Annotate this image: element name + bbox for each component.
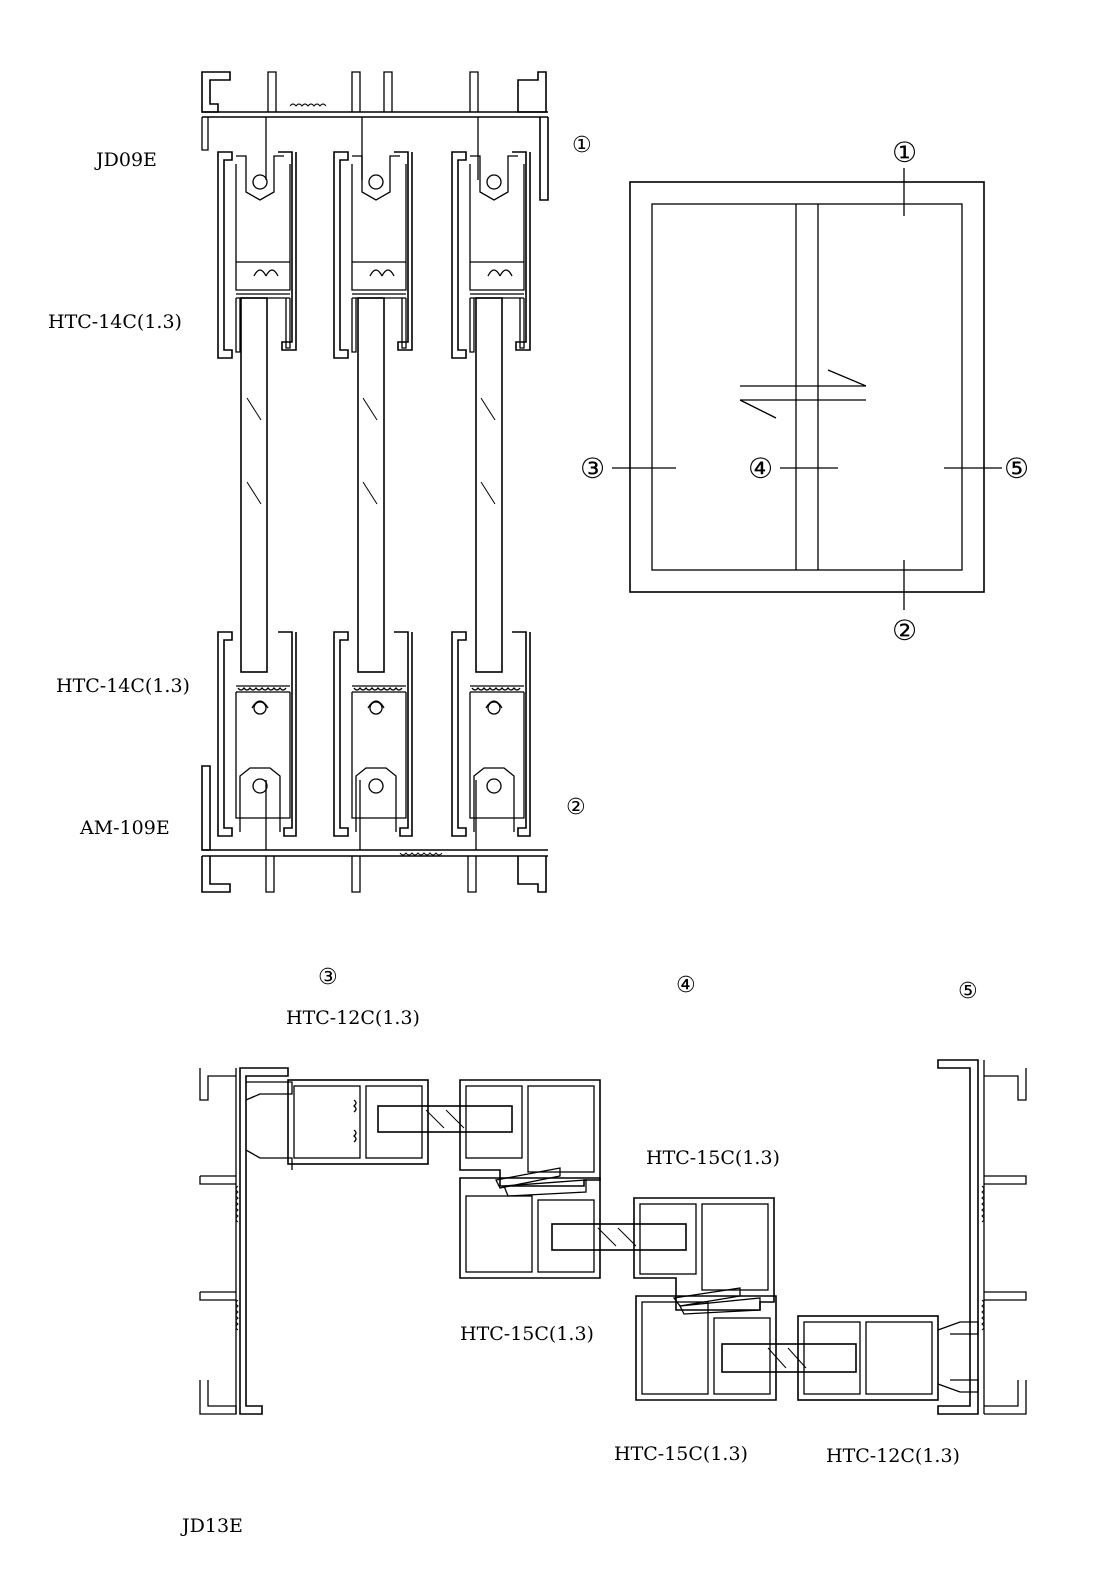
label-upper-middle: HTC-15C(1.3) [646,1147,780,1169]
left-jamb-frame [199,1067,293,1415]
elevation-marker-3: ③ [580,452,605,485]
label-lower-right-b: HTC-12C(1.3) [826,1445,960,1467]
section-marker-3: ③ [318,965,338,990]
slide-arrow-head-right [827,369,867,387]
top-frame-profile [201,71,549,201]
glass-panes [240,297,503,673]
label-left-sash: HTC-12C(1.3) [286,1007,420,1029]
label-lower-right-a: HTC-15C(1.3) [614,1443,748,1465]
lower-sash-profile [635,1295,777,1401]
vertical-section [201,71,549,893]
upper-middle-sash [459,1079,601,1197]
right-jamb-frame [937,1059,1027,1415]
label-sash-top: HTC-14C(1.3) [48,311,182,333]
marker-top-section-1: ① [572,133,592,158]
section-marker-4: ④ [676,973,696,998]
horizontal-section [199,1059,1027,1415]
slide-arrow-head-left [739,399,777,419]
upper-sash-rails [217,151,531,359]
left-sash-profile [287,1079,513,1165]
label-bottom-frame: AM-109E [79,817,170,839]
elevation-marker-5: ⑤ [1004,452,1029,485]
elevation-marker-4: ④ [748,452,773,485]
window-elevation [612,168,1002,610]
label-top-frame: JD09E [94,149,157,171]
elevation-marker-2: ② [892,614,917,647]
bottom-frame-profile [201,765,548,893]
label-lower-middle: HTC-15C(1.3) [460,1323,594,1345]
label-sash-bottom: HTC-14C(1.3) [56,675,190,697]
lower-sash-rails [217,631,531,837]
label-frame: JD13E [180,1515,243,1537]
middle-sash-profile [459,1177,775,1315]
right-sash-profile [721,1315,939,1401]
section-marker-5: ⑤ [958,979,978,1004]
elevation-marker-1: ① [892,136,917,169]
marker-top-section-2: ② [566,795,586,820]
